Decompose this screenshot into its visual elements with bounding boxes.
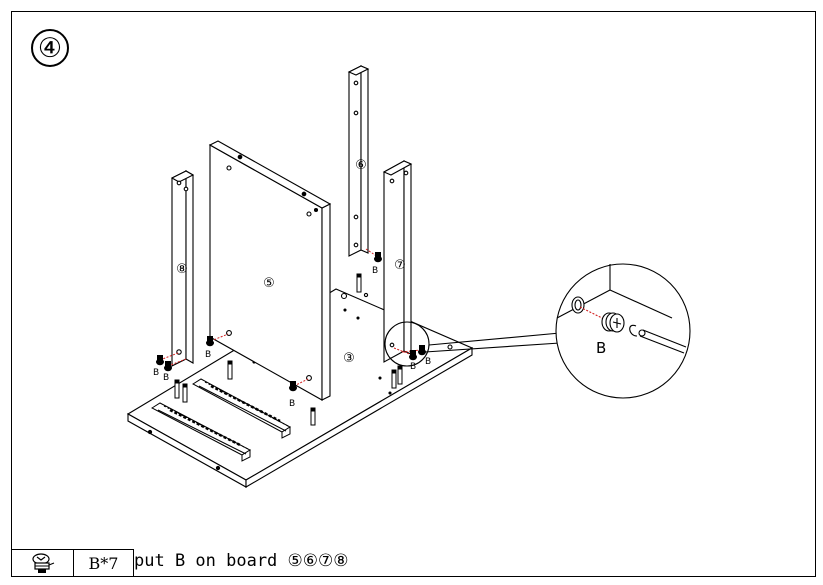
cam-bolt-icon bbox=[31, 553, 54, 573]
left-post-label: ⑧ bbox=[176, 262, 188, 277]
drawer-slide-left bbox=[150, 402, 252, 462]
detail-view bbox=[556, 264, 687, 354]
bolt-label: B bbox=[163, 373, 169, 383]
bolt-label: B bbox=[289, 399, 295, 409]
bolt-label: B bbox=[410, 362, 416, 372]
base-board-label: ③ bbox=[343, 351, 355, 366]
bolt-label: B bbox=[425, 357, 431, 367]
parts-legend: B*7 bbox=[11, 549, 134, 577]
right-post-label: ⑦ bbox=[394, 258, 406, 273]
center-panel bbox=[208, 140, 332, 401]
legend-icon-cell bbox=[11, 549, 73, 577]
step-number-badge: ④ bbox=[31, 29, 69, 67]
back-strip-label: ⑥ bbox=[355, 158, 367, 173]
drawer-slide-right bbox=[192, 378, 291, 439]
bolt-label: B bbox=[372, 266, 378, 276]
legend-quantity: B*7 bbox=[73, 549, 134, 577]
step-number: ④ bbox=[37, 32, 63, 64]
detail-bolt-label: B bbox=[596, 339, 606, 357]
legend-instruction: put B on board ⑤⑥⑦⑧ bbox=[134, 551, 349, 571]
back-strip bbox=[347, 65, 370, 257]
center-panel-label: ⑤ bbox=[263, 276, 275, 291]
bolt-label: B bbox=[205, 350, 211, 360]
cam-bolts bbox=[156, 248, 426, 392]
left-post bbox=[170, 170, 195, 367]
page-frame bbox=[11, 11, 816, 577]
bolt-label: B bbox=[153, 368, 159, 378]
detail-callout bbox=[384, 263, 691, 399]
right-post bbox=[382, 160, 413, 363]
dowel-pins bbox=[174, 273, 403, 426]
